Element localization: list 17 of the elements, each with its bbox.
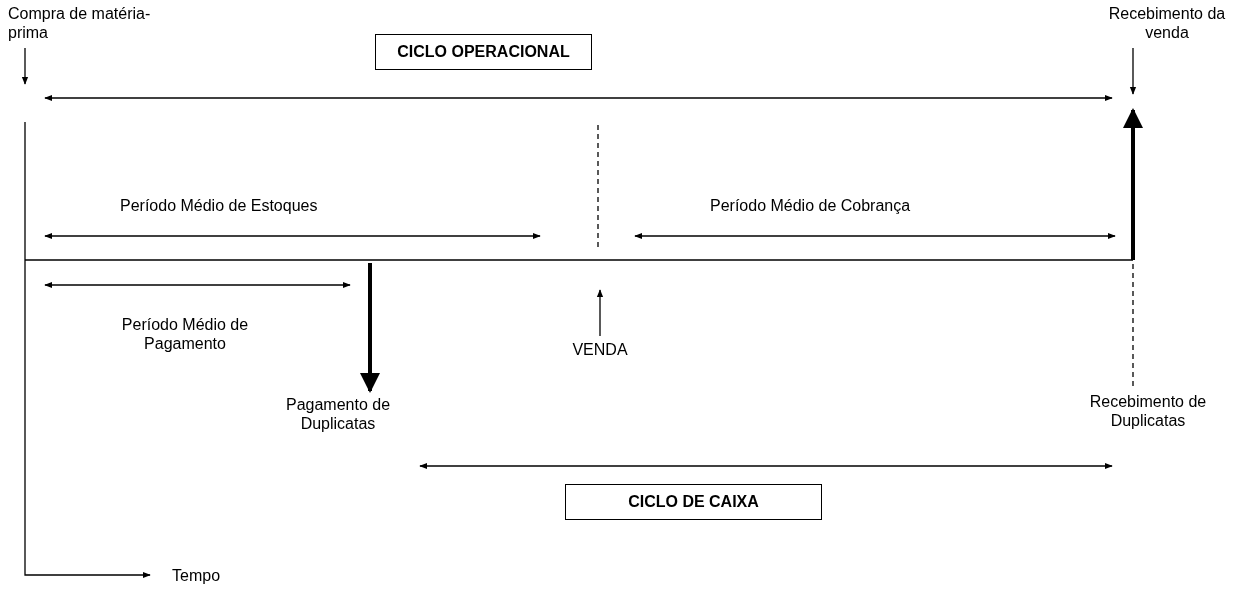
- event-label: Recebimento de Duplicatas: [1058, 392, 1238, 430]
- arrow: [1129, 47, 1137, 95]
- axis-label: Tempo: [172, 566, 222, 585]
- cycle-title-box: CICLO OPERACIONAL: [375, 34, 592, 70]
- event-label: Pagamento de Duplicatas: [268, 395, 408, 433]
- dimension-label: Período Médio de Estoques: [120, 196, 319, 215]
- arrow: [21, 47, 29, 85]
- event-label: VENDA: [560, 340, 640, 359]
- event-label: Compra de matéria-prima: [8, 4, 178, 42]
- event-label: Recebimento da venda: [1092, 4, 1242, 42]
- dimension-label: Período Médio de Cobrança: [710, 196, 912, 215]
- arrow: [1123, 108, 1143, 260]
- dashed-line: [1132, 263, 1134, 387]
- dimension-label: Período Médio de Pagamento: [120, 315, 250, 353]
- arrow: [596, 289, 604, 337]
- arrow: [360, 263, 380, 393]
- cycle-title-box: CICLO DE CAIXA: [565, 484, 822, 520]
